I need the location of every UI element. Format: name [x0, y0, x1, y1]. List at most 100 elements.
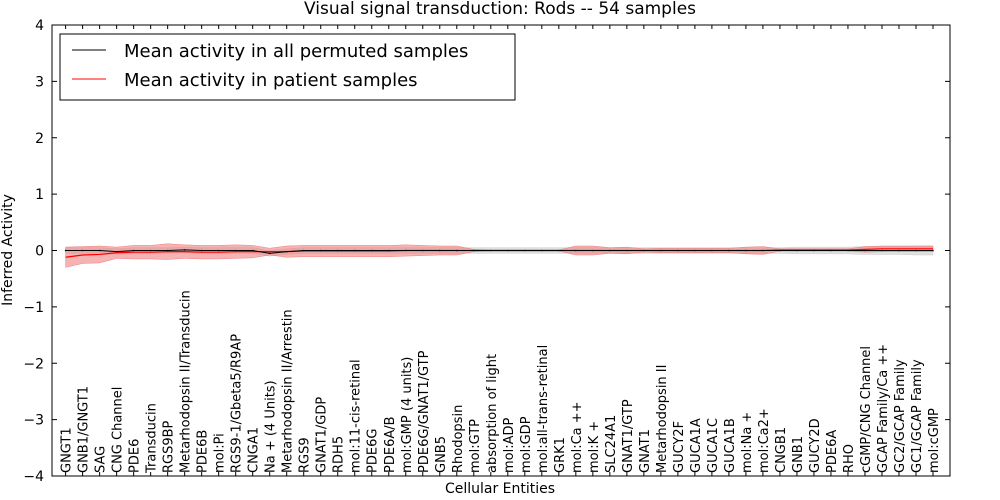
x-tick-label: Transducin: [145, 403, 160, 474]
chart-title: Visual signal transduction: Rods -- 54 s…: [304, 0, 696, 19]
point-permuted: [336, 249, 339, 252]
point-permuted: [643, 249, 645, 252]
point-permuted: [745, 249, 747, 252]
x-tick-label: GUCA1C: [706, 418, 721, 473]
y-axis-label: Inferred Activity: [0, 194, 16, 306]
x-tick-label: PDE6A: [825, 430, 840, 473]
point-permuted: [677, 249, 679, 252]
x-tick-label: RDH5: [332, 436, 347, 473]
legend-label-patient: Mean activity in patient samples: [124, 70, 418, 91]
point-permuted: [183, 249, 186, 251]
x-tick-label: GUCY2F: [672, 421, 687, 473]
legend: Mean activity in all permuted samples Me…: [59, 33, 516, 101]
line-permuted-mean: [65, 249, 933, 254]
point-permuted: [609, 249, 611, 252]
point-permuted: [370, 249, 373, 252]
x-axis-label: Cellular Entities: [445, 481, 555, 497]
x-tick-label: RHO: [842, 444, 857, 473]
x-tick-label: mol:Na +: [740, 412, 755, 473]
point-permuted: [438, 249, 441, 252]
x-tick-label: GCAP Family/Ca ++: [876, 344, 891, 473]
point-permuted: [404, 249, 407, 252]
point-permuted: [813, 249, 815, 252]
x-tick-label: GNGT1: [60, 427, 75, 473]
y-tick-label: −3: [23, 413, 44, 429]
x-tick-label: SLC24A1: [604, 415, 619, 473]
x-tick-label: GUCA1B: [723, 418, 738, 473]
x-tick-label: GRK1: [553, 437, 568, 473]
x-tick-label: GNAT1: [638, 429, 653, 473]
x-tick-label: mol:Pi: [213, 433, 228, 473]
x-tick-label: mol:ADP: [502, 417, 517, 473]
point-permuted: [711, 249, 713, 252]
x-tick-label: SAG: [94, 446, 109, 473]
x-tick-label: mol:GMP (4 units): [400, 357, 415, 473]
point-permuted: [898, 249, 900, 252]
point-permuted: [830, 249, 832, 252]
y-tick-label: −1: [23, 300, 44, 316]
point-permuted: [592, 249, 594, 252]
x-tick-label: GNB1: [791, 436, 806, 473]
point-permuted: [881, 249, 883, 252]
x-tick-label: Metarhodopsin II: [655, 365, 670, 473]
point-permuted: [575, 249, 577, 252]
point-permuted: [694, 249, 696, 252]
point-permuted: [455, 249, 458, 252]
y-tick-label: 1: [35, 187, 44, 203]
x-tick-label: PDE6G/GNAT1/GTP: [417, 350, 432, 473]
point-permuted: [932, 249, 934, 252]
point-permuted: [507, 249, 509, 252]
point-permuted: [660, 249, 662, 252]
y-tick-label: −2: [23, 356, 44, 372]
point-permuted: [166, 249, 169, 252]
point-permuted: [728, 249, 730, 252]
x-tick-label: mol:K +: [587, 421, 602, 473]
band-patient: [65, 243, 934, 268]
x-tick-label: PDE6B: [196, 430, 211, 473]
point-permuted: [421, 249, 424, 252]
legend-box: [59, 33, 516, 101]
point-permuted: [353, 249, 356, 252]
x-tick-label: Na + (4 Units): [264, 380, 279, 473]
point-permuted: [64, 249, 67, 252]
point-permuted: [626, 249, 628, 252]
y-tick-label: 2: [35, 131, 44, 147]
x-tick-label: GC2/GCAP Family: [893, 359, 908, 473]
x-tick-label: RGS9: [298, 437, 313, 473]
point-permuted: [558, 249, 560, 252]
point-permuted: [115, 250, 118, 253]
legend-label-permuted: Mean activity in all permuted samples: [124, 41, 468, 62]
point-permuted: [217, 249, 220, 252]
point-permuted: [234, 249, 237, 252]
x-tick-label: PDE6: [128, 439, 143, 473]
x-tick-label: GNAT1/GTP: [621, 399, 636, 473]
point-permuted: [524, 249, 526, 252]
y-tick-label: 3: [35, 74, 44, 90]
x-tick-label: PDE6G: [366, 429, 381, 473]
point-permuted: [81, 249, 84, 252]
x-tick-label: mol:GDP: [519, 416, 534, 473]
point-permuted: [847, 249, 849, 252]
x-tick-label: mol:cGMP: [927, 408, 942, 473]
x-tick-label: cGMP/CNG Channel: [859, 346, 874, 473]
point-permuted: [796, 249, 798, 252]
point-permuted: [472, 249, 475, 252]
point-permuted: [149, 249, 152, 252]
y-tick-label: −4: [23, 469, 44, 485]
x-tick-label: RGS9-1/Gbeta5/R9AP: [230, 334, 245, 473]
x-tick-label: CNGB1: [774, 427, 789, 473]
x-tick-label: CNG Channel: [111, 387, 126, 473]
x-tick-label: Metarhodopsin II/Arrestin: [281, 309, 296, 473]
x-tick-label: GC1/GCAP Family: [910, 359, 925, 473]
point-permuted: [132, 249, 135, 252]
point-permuted: [915, 249, 917, 252]
x-tick-label: GUCA1A: [689, 418, 704, 473]
point-permuted: [302, 249, 305, 252]
y-tick-label: 4: [35, 18, 44, 34]
x-tick-label: CNGA1: [247, 427, 262, 473]
point-permuted: [489, 249, 492, 252]
x-tick-label: GNAT1/GDP: [315, 397, 330, 473]
x-tick-label: mol:Ca ++: [570, 401, 585, 473]
point-permuted: [319, 249, 322, 252]
